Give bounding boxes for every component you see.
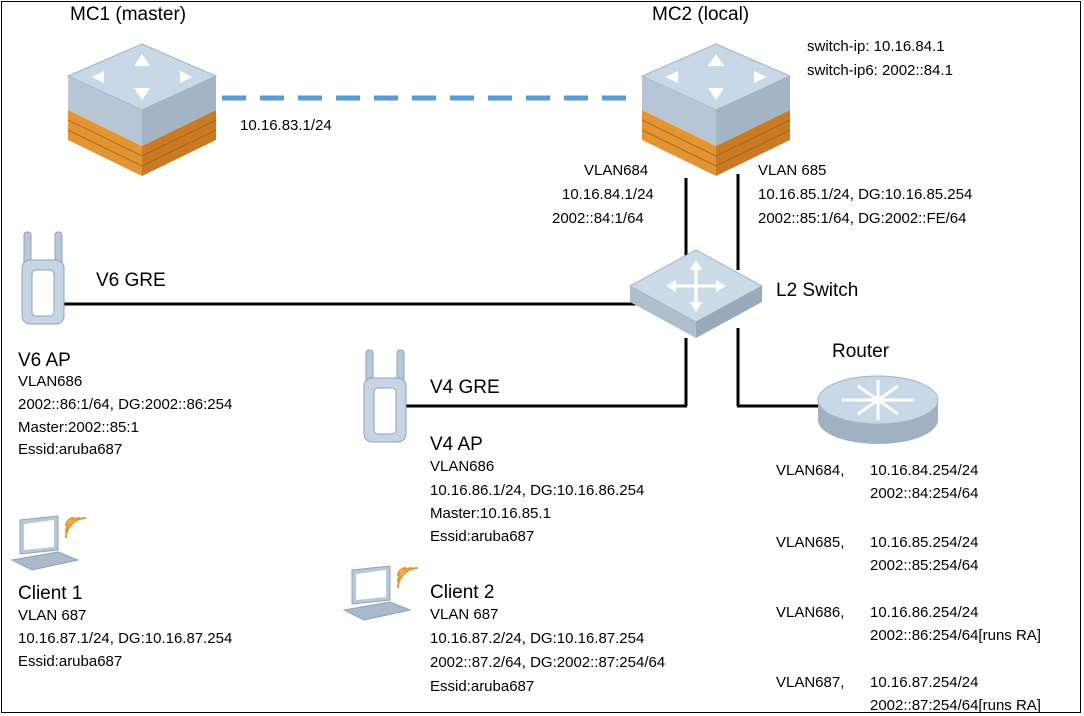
v6-gre-label: V6 GRE: [96, 270, 166, 291]
v6ap-master: Master:2002::85:1: [18, 419, 139, 436]
v4-gre-label: V4 GRE: [430, 377, 500, 398]
router-row-ipv4: 10.16.85.254/24: [870, 534, 979, 551]
client2-addr4: 10.16.87.2/24, DG:10.16.87.254: [430, 630, 645, 647]
laptop-wifi-icon: [10, 515, 87, 571]
mc1-link-ip: 10.16.83.1/24: [240, 117, 332, 134]
mc2-title: MC2 (local): [652, 4, 750, 25]
controller-firewall-icon: [66, 43, 218, 176]
mc1-title: MC1 (master): [70, 4, 187, 25]
client1-vlan: VLAN 687: [18, 607, 87, 624]
router-row-ipv4: 10.16.87.254/24: [870, 674, 979, 691]
vlan684-ipv4: 10.16.84.1/24: [562, 186, 654, 203]
vlan684-name: VLAN684: [584, 162, 649, 179]
v6ap-essid: Essid:aruba687: [18, 441, 123, 458]
client2-essid: Essid:aruba687: [430, 678, 535, 695]
router-row-vlan: VLAN685,: [776, 534, 845, 551]
client2-vlan: VLAN 687: [430, 606, 499, 623]
router-row-vlan: VLAN686,: [776, 604, 845, 621]
laptop-wifi-icon: [342, 565, 419, 621]
v6ap-addr: 2002::86:1/64, DG:2002::86:254: [18, 396, 233, 413]
router-icon: [817, 375, 939, 444]
client1-addr: 10.16.87.1/24, DG:10.16.87.254: [18, 630, 233, 647]
access-point-icon: [363, 349, 407, 443]
controller-firewall-icon: [640, 43, 792, 176]
v4ap-essid: Essid:aruba687: [430, 528, 535, 545]
vlan684-ipv6: 2002::84:1/64: [552, 210, 644, 227]
client2-addr6: 2002::87.2/64, DG:2002::87:254/64: [430, 654, 666, 671]
router-row-ipv6: 2002::84:254/64: [870, 485, 979, 502]
l2-switch-icon: [628, 249, 764, 338]
router-title: Router: [832, 341, 890, 362]
v4ap-master: Master:10.16.85.1: [430, 505, 551, 522]
switch-label: L2 Switch: [776, 280, 859, 301]
router-row-ipv6: 2002::86:254/64[runs RA]: [870, 627, 1041, 644]
vlan685-name: VLAN 685: [758, 162, 827, 179]
vlan685-ipv6: 2002::85:1/64, DG:2002::FE/64: [758, 210, 967, 227]
router-row-ipv6: 2002::87:254/64[runs RA]: [870, 697, 1041, 714]
v6ap-vlan: VLAN686: [18, 373, 83, 390]
vlan685-ipv4: 10.16.85.1/24, DG:10.16.85.254: [758, 186, 973, 203]
router-row-ipv6: 2002::85:254/64: [870, 557, 979, 574]
router-row-vlan: VLAN687,: [776, 674, 845, 691]
v6ap-title: V6 AP: [18, 350, 71, 371]
client1-title: Client 1: [18, 583, 83, 604]
v4ap-addr: 10.16.86.1/24, DG:10.16.86.254: [430, 482, 645, 499]
mc2-switch-ip: switch-ip: 10.16.84.1: [807, 38, 945, 55]
v4ap-title: V4 AP: [430, 434, 483, 455]
mc2-switch-ip6: switch-ip6: 2002::84.1: [807, 62, 953, 79]
client2-title: Client 2: [430, 582, 495, 603]
router-row-ipv4: 10.16.84.254/24: [870, 462, 979, 479]
v4ap-vlan: VLAN686: [430, 458, 495, 475]
router-row-ipv4: 10.16.86.254/24: [870, 604, 979, 621]
router-row-vlan: VLAN684,: [776, 462, 845, 479]
client1-essid: Essid:aruba687: [18, 653, 123, 670]
access-point-icon: [21, 231, 65, 325]
